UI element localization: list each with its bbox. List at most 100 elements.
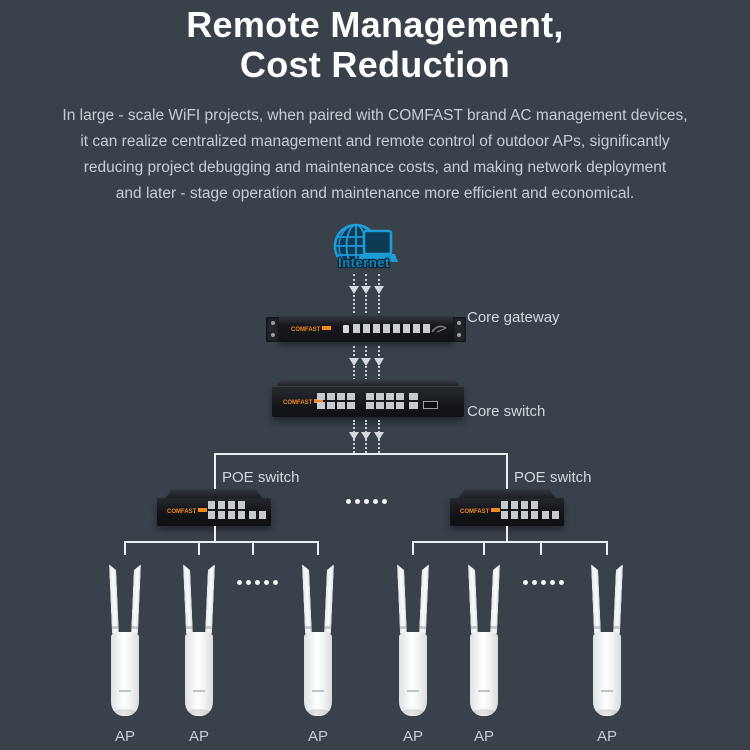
internet-globe-icon <box>333 223 398 269</box>
antenna-icon <box>324 564 334 634</box>
connector-tick <box>198 541 200 555</box>
dashed-arrow <box>361 346 371 380</box>
antenna-icon <box>490 564 500 634</box>
poe-switch-right-device: COMFAST <box>450 489 564 527</box>
dashed-arrow <box>361 274 371 313</box>
antenna-icon <box>109 564 119 634</box>
downlink-arrows-internet-to-gateway <box>349 274 384 313</box>
ap-device: AP <box>103 564 147 750</box>
rack-ear <box>266 317 280 342</box>
switch-chassis: COMFAST <box>272 386 464 417</box>
connector-tick <box>252 541 254 555</box>
ap-device: AP <box>296 564 340 750</box>
antenna-icon <box>131 564 141 634</box>
switch-top-face <box>165 489 263 499</box>
antenna-icon <box>397 564 407 634</box>
ap-device: AP <box>391 564 435 750</box>
connector-line <box>506 526 508 542</box>
dashed-arrow <box>361 420 371 453</box>
uplink-ports <box>542 511 559 519</box>
branch-line-left <box>124 541 319 543</box>
rack-ear <box>452 317 466 342</box>
ap-body <box>470 632 498 716</box>
connector-line <box>214 526 216 542</box>
antenna-icon <box>302 564 312 634</box>
core-switch-label: Core switch <box>467 403 546 420</box>
downlink-arrows-gateway-to-switch <box>349 346 384 380</box>
connector-tick <box>606 541 608 555</box>
ethernet-ports <box>353 324 430 333</box>
poe-switch-right-label: POE switch <box>514 469 592 486</box>
ap-body <box>185 632 213 716</box>
uplink-ports <box>249 511 266 519</box>
core-gateway-label: Core gateway <box>467 309 560 326</box>
description: In large - scale WiFI projects, when pai… <box>0 103 750 207</box>
ap-label: AP <box>307 728 328 745</box>
dashed-arrow <box>374 274 384 313</box>
connector-line <box>506 453 508 491</box>
ellipsis-dots <box>523 580 564 585</box>
antenna-icon <box>591 564 601 634</box>
antenna-icon <box>419 564 429 634</box>
comfast-logo: COMFAST <box>283 399 323 406</box>
dashed-arrow <box>374 346 384 380</box>
screw-icon <box>457 321 461 325</box>
antenna-icon <box>205 564 215 634</box>
ethernet-port-block <box>366 393 404 411</box>
gateway-chassis: COMFAST <box>279 316 453 342</box>
comfast-logo: COMFAST <box>291 326 331 333</box>
switch-chassis: COMFAST <box>157 498 271 526</box>
connector-tick <box>483 541 485 555</box>
ap-label: AP <box>473 728 494 745</box>
branch-line-right <box>412 541 608 543</box>
poe-switch-left-label: POE switch <box>222 469 300 486</box>
page-title-line1: Remote Management, <box>186 4 564 45</box>
connector-tick <box>317 541 319 555</box>
ap-device: AP <box>462 564 506 750</box>
ap-label: AP <box>188 728 209 745</box>
uplink-ports <box>409 393 418 411</box>
ellipsis-dots <box>237 580 278 585</box>
ap-body <box>111 632 139 716</box>
connector-line <box>214 453 216 491</box>
comfast-logo: COMFAST <box>460 508 500 515</box>
dashed-arrow <box>349 274 359 313</box>
description-line: reducing project debugging and maintenan… <box>83 159 667 176</box>
screw-icon <box>271 321 275 325</box>
poe-switch-left-device: COMFAST <box>157 489 271 527</box>
switch-top-face <box>275 379 461 387</box>
ethernet-port-block <box>317 393 355 411</box>
ap-label: AP <box>596 728 617 745</box>
dashed-arrow <box>374 420 384 453</box>
trunk-line <box>214 453 508 455</box>
page-title-line2: Cost Reduction <box>239 44 511 85</box>
ap-label: AP <box>114 728 135 745</box>
ellipsis-dots <box>346 499 387 504</box>
core-switch-device: COMFAST <box>272 379 464 419</box>
dashed-arrow <box>349 420 359 453</box>
ap-label: AP <box>402 728 423 745</box>
screw-icon <box>457 333 461 337</box>
description-line: and later - stage operation and maintena… <box>115 185 635 202</box>
connector-tick <box>540 541 542 555</box>
description-line: it can realize centralized management an… <box>80 133 670 150</box>
ap-body <box>593 632 621 716</box>
ap-device: AP <box>177 564 221 750</box>
comfast-logo: COMFAST <box>167 508 207 515</box>
ap-body <box>399 632 427 716</box>
gateway-emblem-icon <box>431 325 447 333</box>
downlink-arrows-switch-to-trunk <box>349 420 384 453</box>
connector-tick <box>124 541 126 555</box>
connector-tick <box>412 541 414 555</box>
poe-ports <box>208 501 245 521</box>
antenna-icon <box>613 564 623 634</box>
description-line: In large - scale WiFI projects, when pai… <box>62 107 688 124</box>
switch-top-face <box>458 489 556 499</box>
screw-icon <box>271 333 275 337</box>
dashed-arrow <box>349 346 359 380</box>
internet-label: Internet <box>338 255 390 270</box>
ap-device: AP <box>585 564 629 750</box>
sfp-slot <box>423 401 438 409</box>
poe-ports <box>501 501 538 521</box>
